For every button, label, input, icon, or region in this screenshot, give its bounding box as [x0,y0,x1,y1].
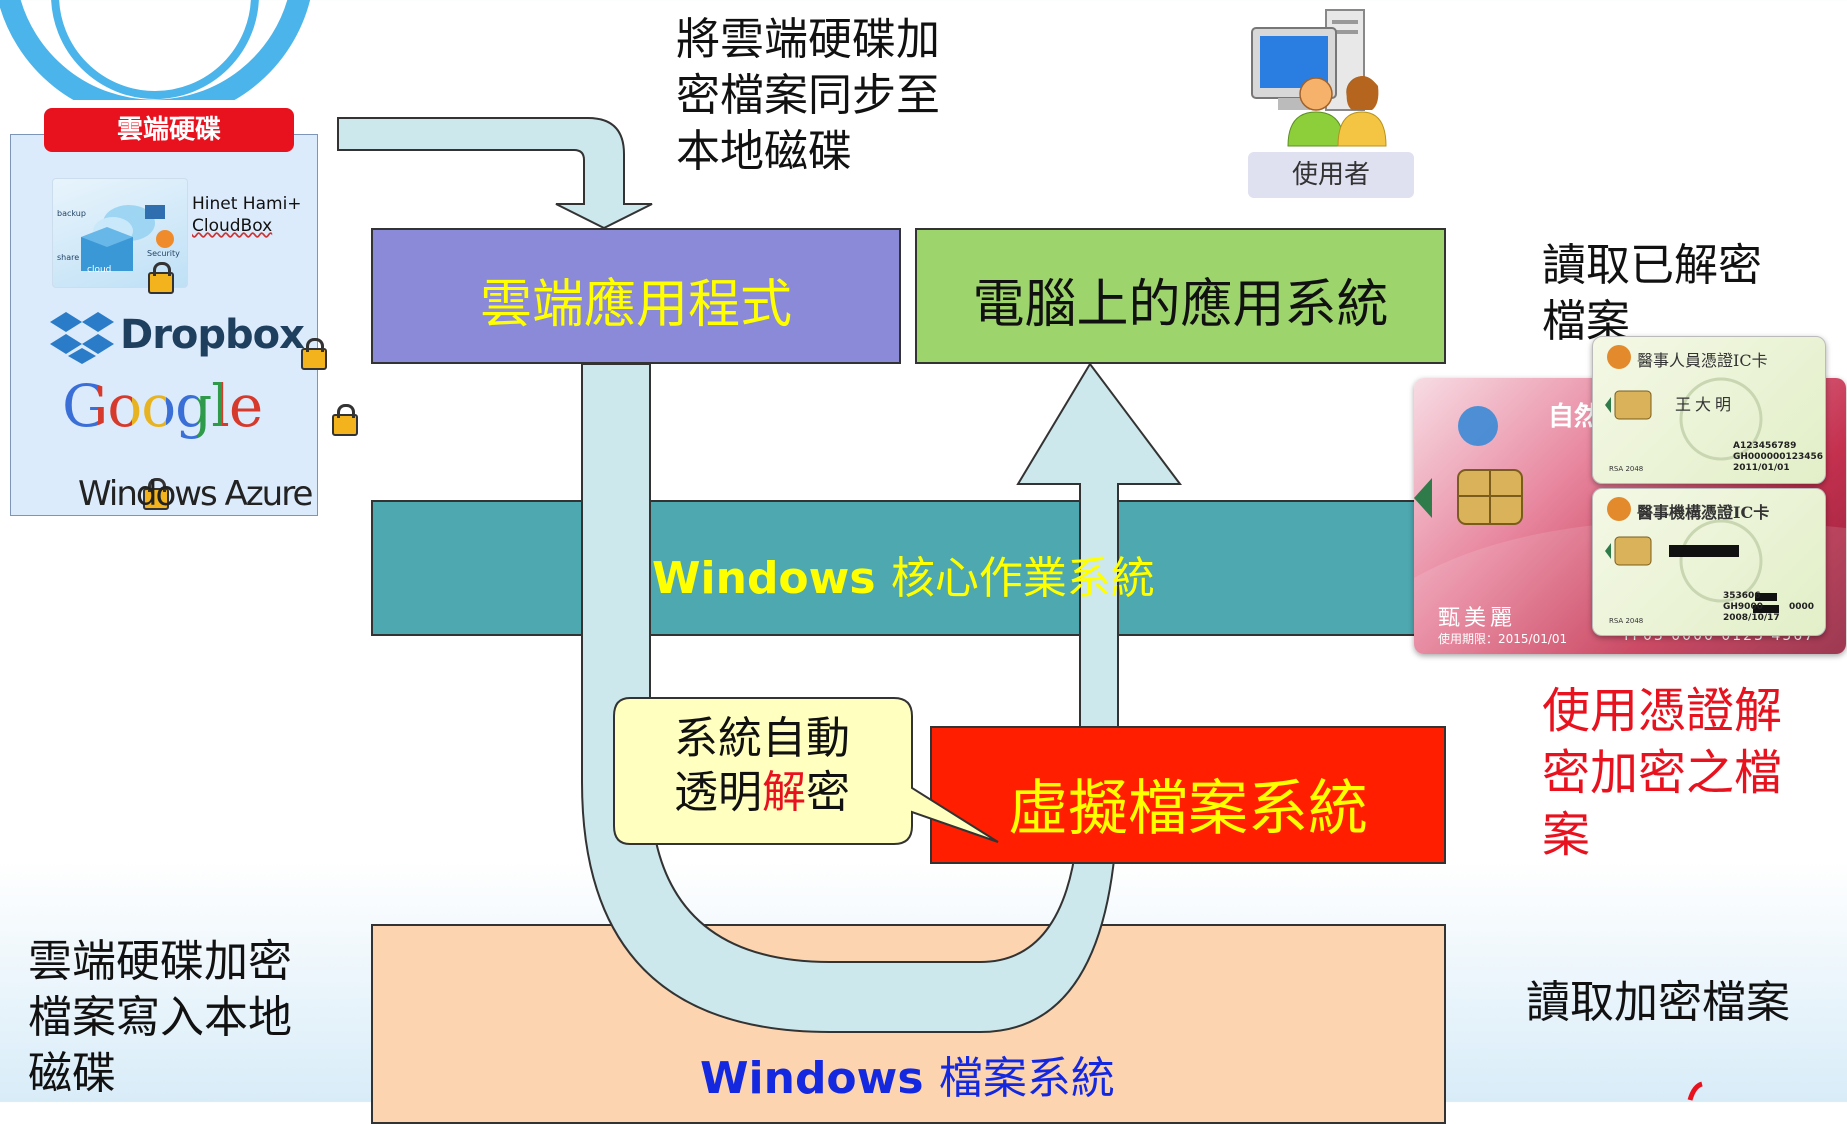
read-decrypted-line: 讀取已解密 [1542,240,1762,291]
dropbox-icon [50,312,114,364]
corner-mark [1687,1081,1703,1101]
google-text: Google [62,372,263,440]
sync-note: 將雲端硬碟加 密檔案同步至 本地磁碟 [676,12,940,180]
callout-decrypt-word: 解 [762,767,806,818]
citizen-card-name: 甄美麗 [1438,606,1517,631]
medical-org-id: 353606 GH9000 0000 2008/10/17 [1723,591,1814,624]
cloud-drive-title: 雲端硬碟 [44,108,294,152]
dropbox-label: Dropbox [120,312,305,358]
lock-icon [301,338,328,370]
read-decrypted-note: 讀取已解密 檔案 [1542,238,1762,350]
fs-suffix: 檔案系統 [938,1053,1115,1104]
pc-app-label: 電腦上的應用系統 [972,275,1389,335]
cloud-app-layer: 雲端應用程式 [371,228,901,364]
sync-arrow [337,117,653,230]
medical-org-card: 醫事機構憑證IC卡 353606 GH9000 0000 2008/10/17 R… [1592,488,1826,636]
kernel-layer [371,500,1446,636]
pc-app-layer: 電腦上的應用系統 [915,228,1446,364]
hinet-label: Hinet Hami+ [192,194,302,214]
callout-line1: 系統自動 [674,713,850,764]
sync-note-line: 本地磁碟 [676,126,852,177]
callout-bubble [613,697,999,845]
medical-staff-card: 醫事人員憑證IC卡 王大明 A123456789 GH000000123456 … [1592,336,1826,484]
cloud-label-security: Security [147,249,180,258]
citizen-card-validity: 使用期限：2015/01/01 [1438,632,1568,646]
lock-icon [148,262,174,294]
kernel-suffix: 核心作業系統 [890,553,1155,604]
use-certificate-note: 使用憑證解 密加密之檔 案 [1542,680,1782,866]
write-note-line: 磁碟 [28,1048,116,1099]
fs-prefix: Windows [700,1053,924,1104]
medical-org-rsa: RSA 2048 [1609,617,1644,625]
medical-org-id-prefix: GH9000 [1723,602,1763,612]
read-encrypted-note: 讀取加密檔案 [1526,977,1790,1028]
callout-line2-a: 透明 [674,767,762,818]
kernel-prefix: Windows [652,553,876,604]
hinet-cloud-image: backup share cloud Security [52,178,188,288]
medical-org-id-line: GH9000 0000 [1723,602,1814,613]
kernel-label: Windows 核心作業系統 [652,542,1155,606]
vfs-label: 虛擬檔案系統 [1008,774,1368,844]
medical-staff-id-line: GH000000123456 [1733,452,1824,462]
user-computer-icon [1251,9,1387,147]
medical-org-id-suffix: 0000 [1788,602,1815,612]
medical-staff-title: 醫事人員憑證IC卡 [1637,351,1768,370]
logo-circle [0,0,311,100]
user-label: 使用者 [1248,152,1414,198]
write-note-line: 雲端硬碟加密 [28,936,292,987]
cloud-label-cloud: cloud [87,265,112,275]
medical-staff-id-line: 2011/01/01 [1733,463,1790,473]
medical-org-id-line: 2008/10/17 [1723,613,1780,623]
medical-staff-name: 王大明 [1675,395,1736,414]
azure-label: Windows Azure [78,474,313,514]
cloudbox-label: CloudBox [192,216,273,236]
lock-icon [143,478,170,510]
google-label: Google [62,372,263,440]
use-cert-line: 密加密之檔 [1542,745,1783,801]
write-note-line: 檔案寫入本地 [28,992,292,1043]
medical-staff-id-line: A123456789 [1733,441,1797,451]
use-cert-line: 案 [1542,807,1591,863]
fs-label: Windows 檔案系統 [700,1042,1115,1106]
decryption-flow-arrow [581,362,1182,1033]
cloud-label-share: share [57,253,80,262]
sync-note-line: 密檔案同步至 [676,70,940,121]
use-cert-line: 使用憑證解 [1542,683,1783,739]
vfs-layer: 虛擬檔案系統 [930,726,1446,864]
sync-note-line: 將雲端硬碟加 [676,14,940,65]
callout-line2-c: 密 [806,767,850,818]
citizen-card-title: 自然 [1548,402,1601,432]
medical-org-id-line: 353606 [1723,591,1761,601]
lock-icon [332,404,359,436]
write-encrypted-note: 雲端硬碟加密 檔案寫入本地 磁碟 [28,934,292,1102]
medical-staff-id: A123456789 GH000000123456 2011/01/01 [1733,441,1823,474]
callout-text: 系統自動 透明解密 [612,712,912,820]
medical-org-title: 醫事機構憑證IC卡 [1637,503,1770,522]
cloud-label-backup: backup [57,209,86,218]
callout-line2: 透明解密 [612,766,912,820]
medical-staff-rsa: RSA 2048 [1609,465,1644,473]
cloud-app-label: 雲端應用程式 [479,275,792,335]
